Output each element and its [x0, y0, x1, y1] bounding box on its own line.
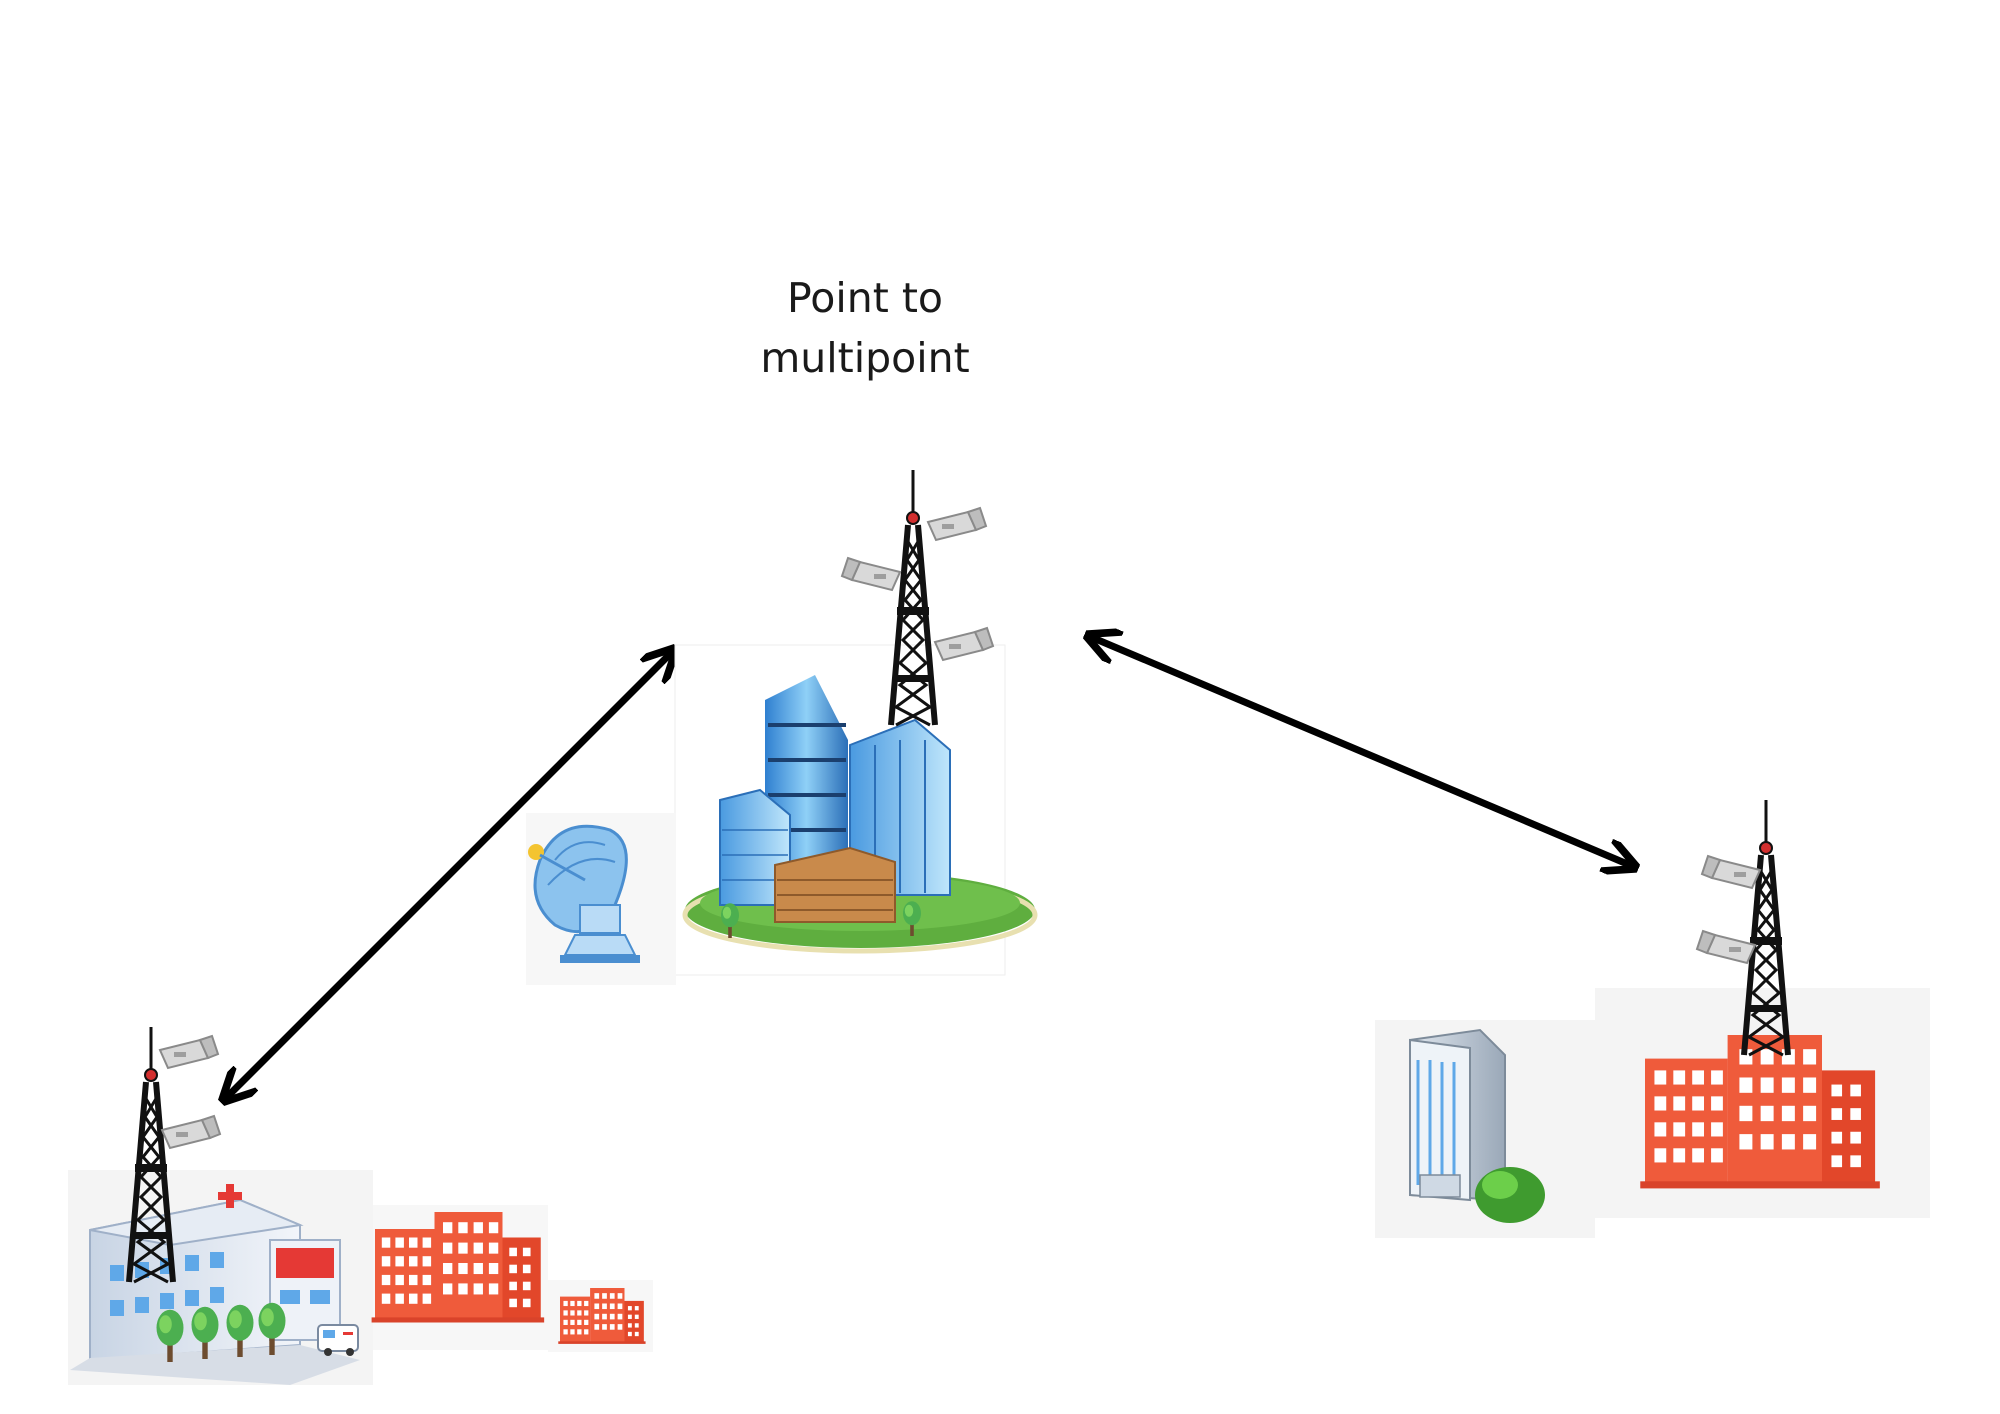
client-node-left	[68, 1027, 653, 1385]
client-node-right	[1375, 800, 1930, 1238]
antenna-icon	[161, 1115, 221, 1149]
office-complex-icon	[682, 675, 1038, 954]
antenna-icon	[927, 507, 987, 541]
link-arrow-left	[226, 652, 672, 1098]
hub-node	[526, 470, 1038, 985]
link-arrow-right	[1091, 637, 1632, 866]
antenna-icon	[1701, 855, 1761, 889]
diagram-title: Point to multipoint	[760, 274, 970, 382]
ambulance-icon	[317, 1324, 359, 1356]
antenna-icon	[159, 1035, 219, 1069]
satellite-dish-icon	[526, 813, 676, 985]
white-tower-building-icon	[1409, 1028, 1545, 1223]
antenna-icon	[841, 557, 901, 591]
antenna-icon	[1696, 930, 1756, 964]
